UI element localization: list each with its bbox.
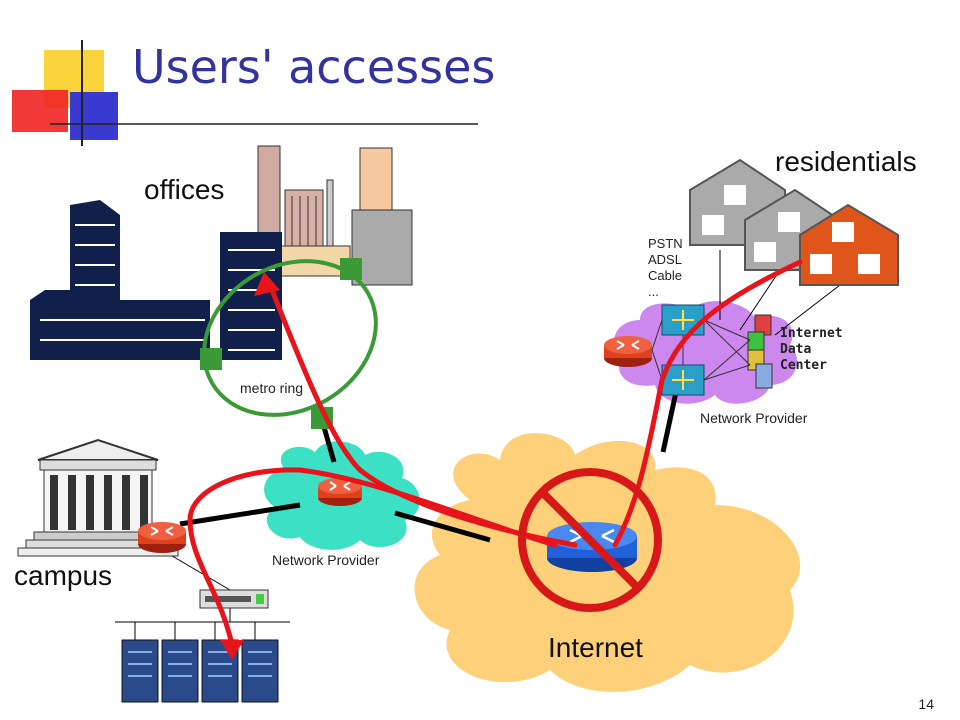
- label-campus: campus: [14, 560, 113, 591]
- label-internet: Internet: [548, 632, 643, 663]
- page-number: 14: [918, 696, 934, 712]
- office-buildings-icon: [30, 145, 413, 360]
- metro-ring: [202, 259, 378, 417]
- arrowhead-down-icon: [220, 640, 244, 660]
- data-center-line: Center: [780, 358, 827, 373]
- label-data-center: Internet Data Center: [780, 326, 843, 374]
- access-path: [187, 259, 803, 648]
- data-center-line: Internet: [780, 326, 843, 341]
- houses-icon: [689, 158, 899, 286]
- mesh-switch-icon: [651, 304, 751, 396]
- campus-building-icon: [17, 438, 179, 557]
- router-icon: [318, 478, 362, 506]
- campus-router-icon: [138, 522, 186, 553]
- page-title: Users' accesses: [132, 40, 496, 94]
- label-metro-ring: metro ring: [240, 380, 304, 396]
- label-network-provider-right: Network Provider: [700, 410, 808, 426]
- server-rack-icon: [121, 639, 279, 703]
- access-technology-list: PSTN ADSL Cable ...: [648, 236, 683, 300]
- switch-icon: [199, 589, 269, 609]
- label-network-provider-left: Network Provider: [272, 552, 380, 568]
- access-technology-item: Cable: [648, 268, 682, 283]
- data-center-servers-icon: [747, 314, 773, 389]
- provider-router-icon: [604, 336, 652, 367]
- data-center-line: Data: [780, 342, 812, 357]
- access-technology-item: PSTN: [648, 236, 683, 251]
- title-decoration-icon: [12, 40, 478, 146]
- access-technology-item: ...: [648, 284, 659, 299]
- access-technology-item: ADSL: [648, 252, 682, 267]
- arrowhead-up-icon: [254, 272, 280, 296]
- label-residentials: residentials: [775, 146, 917, 177]
- label-offices: offices: [144, 174, 225, 205]
- no-entry-icon: [518, 468, 662, 612]
